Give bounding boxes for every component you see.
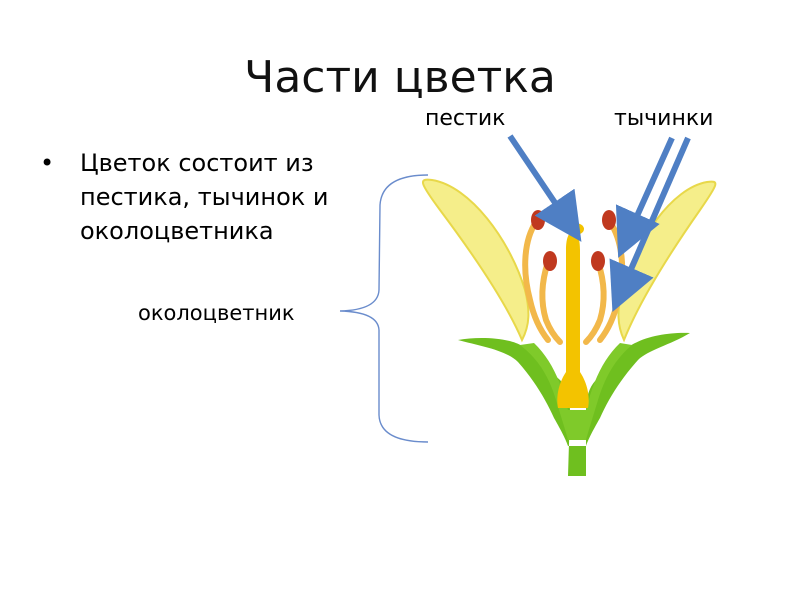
bullet-dot: • xyxy=(40,149,55,177)
label-perianth: околоцветник xyxy=(138,301,295,325)
label-stamens: тычинки xyxy=(614,106,714,131)
anther-right-outer xyxy=(602,210,616,230)
arrow-pistil xyxy=(507,134,582,242)
pistil xyxy=(557,232,589,408)
arrow-stamen-lower xyxy=(609,136,691,313)
anther-right-inner xyxy=(591,251,605,271)
anther-left-inner xyxy=(543,251,557,271)
left-petal xyxy=(422,178,530,343)
stem-bowl xyxy=(520,343,632,440)
stem xyxy=(458,332,690,476)
perianth-bracket xyxy=(339,174,429,443)
arrow-stamen-upper xyxy=(615,136,675,258)
slide-title: Части цветка xyxy=(244,52,556,103)
bullet-text: Цветок состоит из пестика, тычинок и око… xyxy=(80,149,329,245)
stamen-filament-left-outer xyxy=(522,219,551,343)
anther-left-outer xyxy=(531,210,545,230)
pistil-stigma xyxy=(566,223,584,235)
stamen-filament-left-inner xyxy=(539,259,563,345)
stamen-filament-right-inner xyxy=(583,259,607,345)
label-pistil: пестик xyxy=(425,106,506,131)
